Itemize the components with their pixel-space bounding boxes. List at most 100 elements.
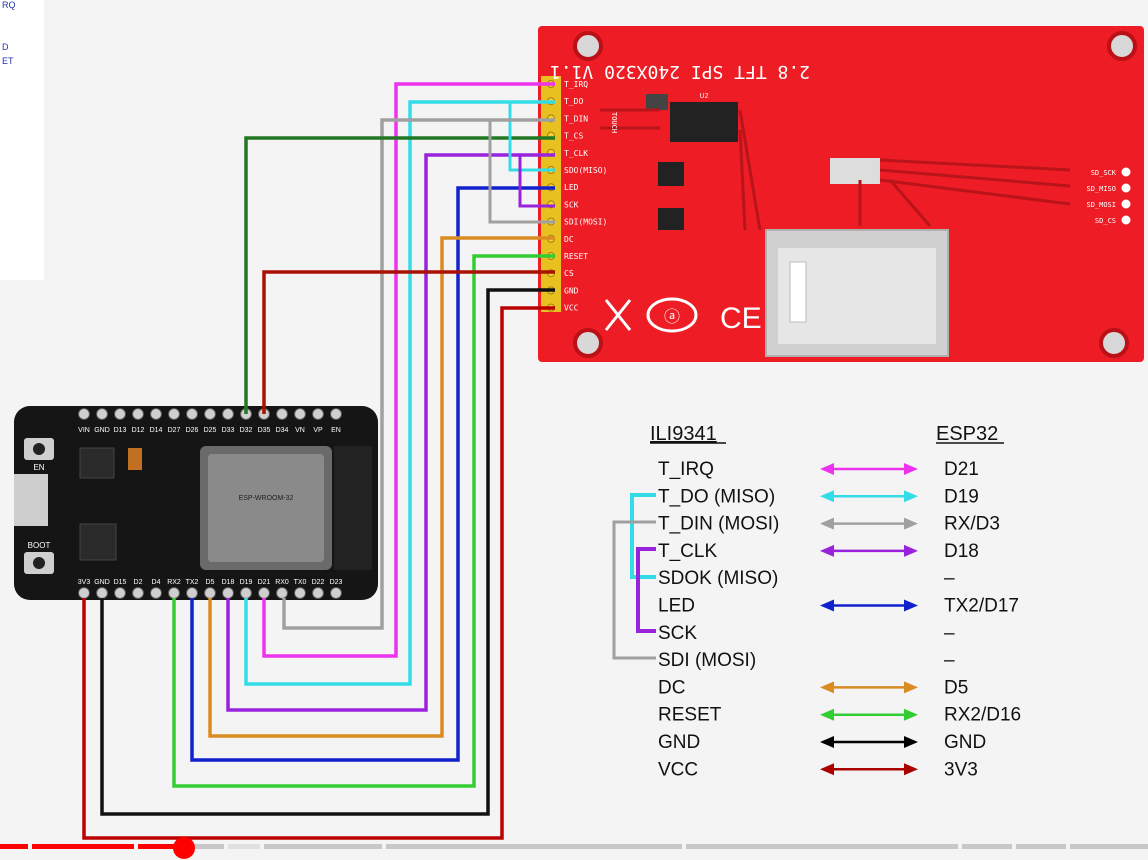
esp32-bottom-pin-label: D22 — [312, 579, 325, 586]
table-right-cell: – — [944, 623, 955, 644]
esp32-bottom-pin — [168, 587, 180, 599]
esp32-bottom-pin-label: D5 — [206, 579, 215, 586]
esp32-bottom-pin-label: D15 — [114, 579, 127, 586]
esp32-top-pin-label: D12 — [132, 427, 145, 434]
tft-pin-label: CS — [564, 269, 574, 278]
tft-pin-label: VCC — [564, 304, 579, 313]
tft-pin-label: SCK — [564, 200, 579, 209]
scrubber-handle[interactable] — [172, 837, 195, 859]
connection-arrow — [820, 708, 918, 721]
esp32-top-pin — [222, 408, 234, 420]
sd-pin-label: SD_SCK — [1091, 169, 1117, 177]
progress-segment — [962, 844, 1012, 849]
module-text: ESP-WROOM-32 — [239, 495, 294, 502]
esp32-top-pin-label: D25 — [204, 427, 217, 434]
transistor-1 — [658, 162, 684, 186]
esp32-bottom-pin-label: D23 — [330, 579, 343, 586]
tft-pin-label: T_CS — [564, 132, 583, 141]
mount-hole-bl — [573, 328, 603, 358]
esp32-top-pin — [330, 408, 342, 420]
mount-hole-tr — [1107, 31, 1137, 61]
esp32-bottom-pin-label: D2 — [134, 579, 143, 586]
connection-arrow — [820, 736, 918, 748]
esp32-bottom-pin — [294, 587, 306, 599]
progress-segment — [264, 844, 382, 849]
esp32-top-pin — [114, 408, 126, 420]
table-right-cell: – — [944, 650, 955, 671]
esp32-bottom-pin — [330, 587, 342, 599]
esp32-bottom-pin — [78, 587, 90, 599]
table-right-cell: D21 — [944, 459, 979, 480]
esp32-top-pin — [168, 408, 180, 420]
usb-port — [14, 474, 48, 526]
esp32-top-pin — [78, 408, 90, 420]
connection-arrow — [820, 763, 918, 776]
certification-logos: ⓐ CE — [604, 297, 762, 335]
tft-pin-label: GND — [564, 286, 579, 295]
mount-hole-br — [1099, 328, 1129, 358]
table-left-cell: GND — [658, 732, 700, 753]
table-left-cell: LED — [658, 596, 695, 617]
table-right-cell: – — [944, 568, 955, 589]
esp32-top-pin-label: D27 — [168, 427, 181, 434]
table-left-cell: DC — [658, 677, 685, 698]
tft-pin-label: T_CLK — [564, 149, 588, 158]
connection-arrow — [820, 681, 918, 694]
table-right-cell: RX2/D16 — [944, 705, 1021, 726]
tft-pin-label: SDO(MISO) — [564, 166, 607, 175]
corner-text-1: RQ — [2, 0, 16, 10]
progress-segment — [32, 844, 134, 849]
corner-text-2: D — [2, 42, 9, 52]
tft-pin-label: T_IRQ — [564, 80, 588, 89]
resistor-group — [830, 158, 880, 184]
esp32-bottom-pin-label: RX0 — [275, 579, 289, 586]
esp32-bottom-pin-label: 3V3 — [78, 579, 91, 586]
table-left-cell: RESET — [658, 705, 722, 726]
esp32-top-pin-label: GND — [94, 427, 110, 434]
sd-pin-label: SD_MISO — [1086, 185, 1116, 193]
progress-segment — [386, 844, 682, 849]
esp32-top-pin-label: VIN — [78, 427, 90, 434]
esp32-bottom-pin-label: TX2 — [186, 579, 199, 586]
esp32-top-pin — [150, 408, 162, 420]
esp32-bottom-pin — [276, 587, 288, 599]
esp32-top-pin-label: EN — [331, 427, 341, 434]
esp32-bottom-pin — [186, 587, 198, 599]
esp32-top-pin — [186, 408, 198, 420]
tft-pin-label: T_DO — [564, 97, 583, 106]
table-right-cell: D18 — [944, 541, 979, 562]
esp32-top-pin — [132, 408, 144, 420]
progress-segment — [686, 844, 958, 849]
tft-title: 2.8 TFT SPI 240X320 V1.1 — [550, 61, 810, 82]
table-right-cell: TX2/D17 — [944, 596, 1019, 617]
tft-display-module: 2.8 TFT SPI 240X320 V1.1 U2 ⓐ CE T_IRQ T_… — [538, 26, 1144, 362]
esp32-top-pin-label: D34 — [276, 427, 289, 434]
corner-fragment: RQ D ET — [0, 0, 44, 280]
esp32-top-pin-label: D35 — [258, 427, 271, 434]
sd-pin-label: SD_MOSI — [1086, 201, 1116, 209]
esp32-top-pin-label: VN — [295, 427, 305, 434]
jumper-cyan — [508, 100, 555, 172]
esp32-top-pin-label: D33 — [222, 427, 235, 434]
chip-label: U2 — [700, 93, 709, 100]
esp32-top-pin-label: D13 — [114, 427, 127, 434]
touch-label: TOUCH — [610, 112, 618, 133]
progress-segment — [1016, 844, 1066, 849]
en-button-label: EN — [33, 463, 44, 472]
connection-arrow — [820, 544, 918, 557]
tft-pin-label: RESET — [564, 252, 588, 261]
table-left-cell: VCC — [658, 759, 698, 780]
table-header-esp32: ESP32 — [936, 423, 998, 445]
esp32-bottom-pin-label: D21 — [258, 579, 271, 586]
esp32-bottom-pin-label: D19 — [240, 579, 253, 586]
bracket-clk — [636, 547, 656, 633]
sd-pin-label: SD_CS — [1095, 217, 1116, 225]
jumper-purple — [518, 153, 555, 208]
sd-pin — [1121, 183, 1131, 193]
sd-pin — [1121, 199, 1131, 209]
esp32-bottom-pin — [258, 587, 270, 599]
video-progress-bar[interactable] — [0, 837, 1148, 860]
esp32-bottom-pin — [204, 587, 216, 599]
progress-segment — [188, 844, 224, 849]
